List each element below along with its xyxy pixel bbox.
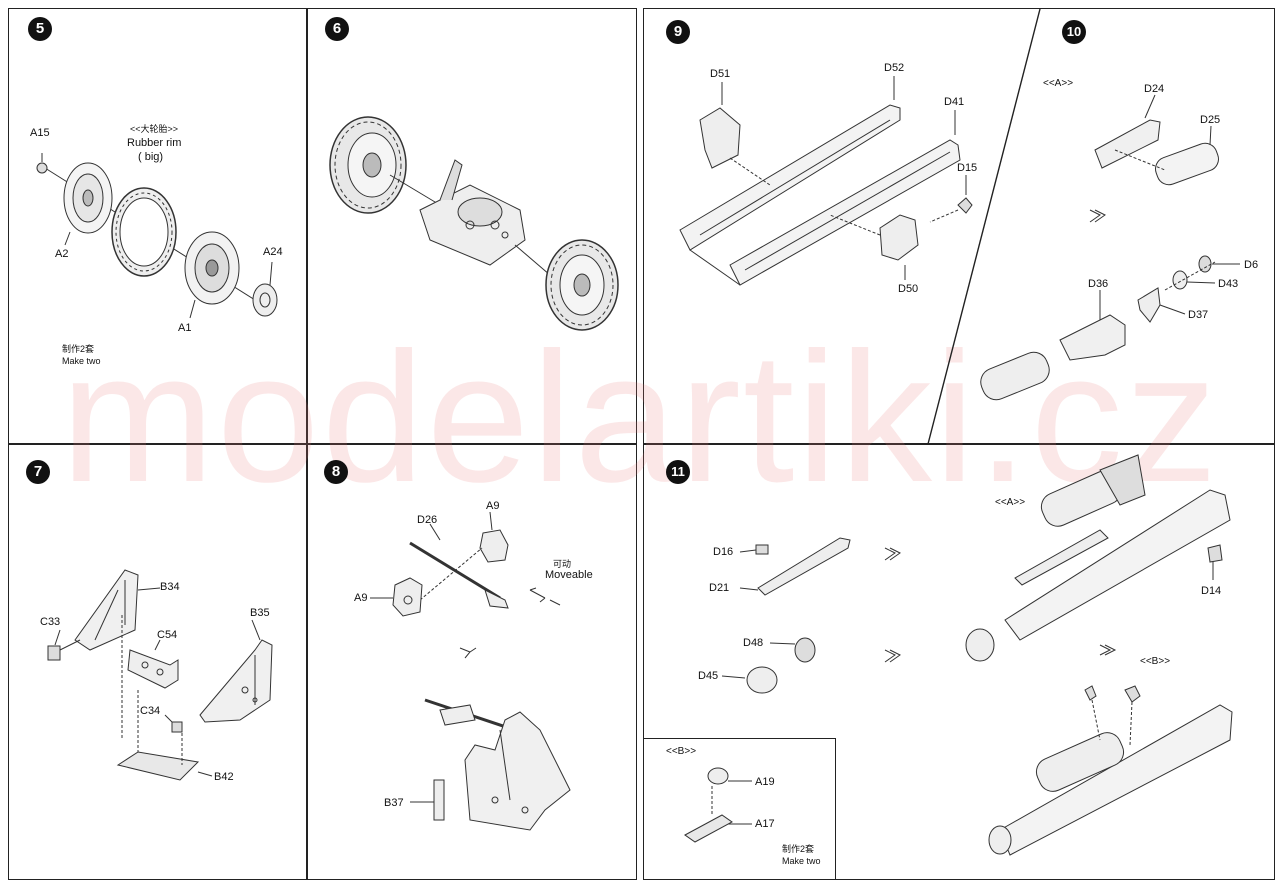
label-b34: B34 bbox=[160, 581, 180, 593]
label-a19: A19 bbox=[755, 776, 775, 788]
label-inset-b-title: <<B>> bbox=[666, 746, 697, 757]
label-d26: D26 bbox=[417, 514, 438, 526]
panel-step-8 bbox=[306, 443, 637, 880]
step9-chassis-drawing bbox=[679, 76, 973, 286]
step-number-5: 5 bbox=[28, 17, 52, 41]
label-b35: B35 bbox=[250, 607, 270, 619]
label-c54: C54 bbox=[157, 629, 178, 641]
label-b37: B37 bbox=[384, 797, 404, 809]
label-d16: D16 bbox=[713, 546, 734, 558]
step5-wheel-drawing bbox=[36, 153, 278, 319]
panel-step-5 bbox=[8, 8, 308, 445]
panel-step-7 bbox=[8, 443, 308, 880]
step-number-11: 11 bbox=[666, 460, 690, 484]
panel-step-6 bbox=[306, 8, 637, 445]
step8-trunnion-drawing bbox=[370, 511, 571, 831]
label-a2: A2 bbox=[55, 248, 69, 260]
panel-steps-9-10 bbox=[643, 8, 1275, 445]
inset-b-drawing bbox=[684, 767, 752, 843]
label-d43: D43 bbox=[1218, 278, 1239, 290]
label-d6: D6 bbox=[1244, 259, 1259, 271]
label-ref-a-step11: <<A>> bbox=[995, 497, 1026, 508]
label-a9-bottom: A9 bbox=[354, 592, 368, 604]
label-c33: C33 bbox=[40, 616, 61, 628]
label-b42: B42 bbox=[214, 771, 234, 783]
label-rubber-rim: Rubber rim bbox=[127, 137, 182, 149]
label-inset-make-two-cn: 制作2套 bbox=[782, 844, 815, 854]
label-d50: D50 bbox=[898, 283, 919, 295]
label-d15: D15 bbox=[957, 162, 978, 174]
step-number-8: 8 bbox=[324, 460, 348, 484]
step-number-10: 10 bbox=[1062, 20, 1086, 44]
step6-axle-drawing bbox=[329, 116, 619, 331]
step-number-6: 6 bbox=[325, 17, 349, 41]
label-a1: A1 bbox=[178, 322, 192, 334]
label-d51: D51 bbox=[710, 68, 731, 80]
label-a24: A24 bbox=[263, 246, 283, 258]
label-d36: D36 bbox=[1088, 278, 1109, 290]
label-a15: A15 bbox=[30, 127, 50, 139]
label-rubber-rim-cn: <<大轮胎>> bbox=[130, 124, 179, 134]
label-moveable-cn: 可动 bbox=[553, 559, 572, 569]
label-d25: D25 bbox=[1200, 114, 1221, 126]
panel-step-11 bbox=[643, 443, 1275, 880]
label-inset-make-two: Make two bbox=[782, 856, 821, 866]
label-d41: D41 bbox=[944, 96, 965, 108]
label-rubber-rim-big: ( big) bbox=[138, 151, 164, 163]
label-c34: C34 bbox=[140, 705, 161, 717]
step7-cradle-drawing bbox=[47, 569, 273, 781]
label-d24: D24 bbox=[1144, 83, 1165, 95]
panel-inset-b bbox=[643, 738, 836, 880]
step-number-9: 9 bbox=[666, 20, 690, 44]
label-a9-top: A9 bbox=[486, 500, 500, 512]
step11-assembly-drawing bbox=[721, 454, 1233, 856]
label-d52: D52 bbox=[884, 62, 905, 74]
label-make-two: Make two bbox=[62, 356, 101, 366]
label-a17: A17 bbox=[755, 818, 775, 830]
label-ref-a-step10: <<A>> bbox=[1043, 78, 1074, 89]
label-moveable: Moveable bbox=[545, 569, 593, 581]
step10-recoil-drawing bbox=[980, 94, 1240, 401]
label-ref-b-step11: <<B>> bbox=[1140, 656, 1171, 667]
step-number-7: 7 bbox=[26, 460, 50, 484]
label-make-two-cn: 制作2套 bbox=[62, 344, 95, 354]
label-d21: D21 bbox=[709, 582, 730, 594]
label-d48: D48 bbox=[743, 637, 764, 649]
label-d37: D37 bbox=[1188, 309, 1209, 321]
label-d45: D45 bbox=[698, 670, 719, 682]
step-divider-line bbox=[927, 8, 1041, 445]
label-d14: D14 bbox=[1201, 585, 1222, 597]
